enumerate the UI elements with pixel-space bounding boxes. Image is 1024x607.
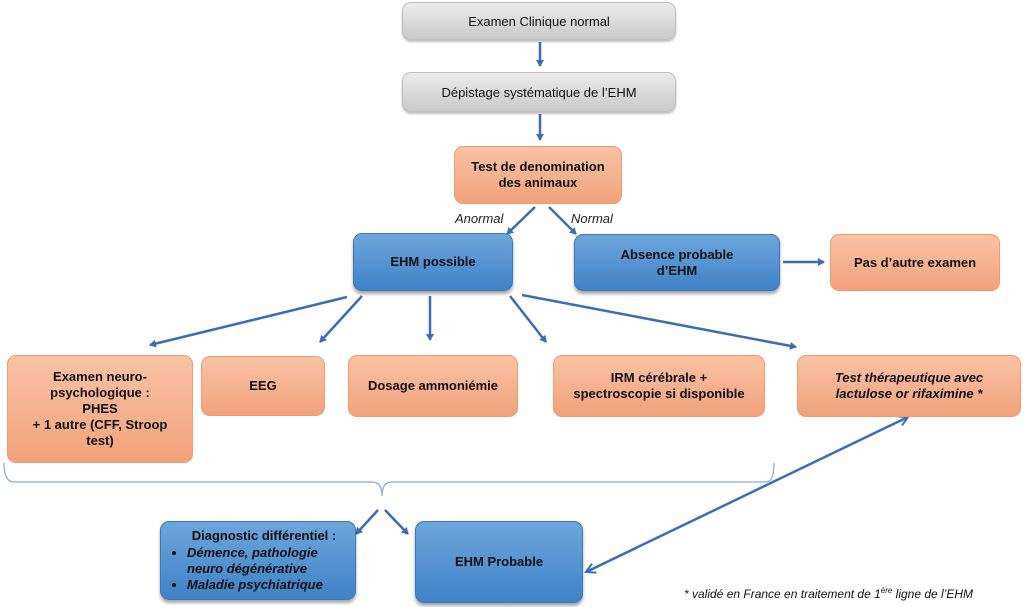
node-neuro-line1: Examen neuro- (53, 369, 147, 384)
footnote-prefix: * validé en France en traitement de 1 (684, 587, 881, 601)
arrow-brace-to-probable (384, 509, 409, 535)
node-neuro-line5: test) (86, 433, 114, 448)
arrow-probable-therapeutique-bidirectional (586, 417, 908, 572)
arrow-test-to-ehm-possible (506, 206, 536, 235)
footnote-sup: ère (880, 586, 893, 595)
edge-label-normal: Normal (571, 211, 613, 226)
node-dosage-ammoniemie: Dosage ammoniémie (348, 355, 518, 417)
node-eeg-label: EEG (249, 378, 277, 393)
node-eeg: EEG (201, 356, 325, 416)
node-test-denomination: Test de denomination des animaux (454, 146, 622, 204)
node-neuro-line2: psychologique : (50, 385, 150, 400)
node-test-denomination-line2: des animaux (498, 175, 578, 190)
arrow-ehm-to-eeg (319, 295, 363, 343)
node-absence-line1: Absence probable (620, 246, 734, 262)
node-test-denomination-line1: Test de denomination (471, 159, 605, 174)
node-depistage-label: Dépistage systématique de l’EHM (441, 84, 637, 100)
node-test-therapeutique: Test thérapeutique avec lactulose or rif… (797, 355, 1021, 417)
node-ehm-possible-label: EHM possible (390, 254, 476, 269)
node-ehm-probable: EHM Probable (415, 521, 583, 603)
node-pas-autre-label: Pas d’autre examen (853, 254, 977, 270)
node-pas-autre-examen: Pas d’autre examen (830, 234, 1000, 291)
node-diff-item: Démence, pathologie neuro dégénérative (187, 545, 355, 577)
node-depistage: Dépistage systématique de l’EHM (402, 72, 676, 112)
node-examen-clinique-label: Examen Clinique normal (468, 13, 610, 29)
footnote: * validé en France en traitement de 1ère… (684, 586, 973, 601)
node-ehm-probable-label: EHM Probable (454, 554, 544, 569)
node-absence-probable: Absence probable d’EHM (574, 234, 780, 291)
node-neuro-line4: + 1 autre (CFF, Stroop (32, 417, 168, 432)
node-diagnostic-differentiel: Diagnostic différentiel : Démence, patho… (160, 521, 356, 600)
arrow-ehm-to-therapeutique (521, 293, 797, 350)
node-absence-line2: d’EHM (656, 262, 698, 278)
node-therapeutique-line1: Test thérapeutique avec (834, 370, 984, 385)
grouping-brace (3, 462, 775, 497)
node-ammoniemie-label: Dosage ammoniémie (367, 378, 499, 393)
node-examen-neuro: Examen neuro- psychologique : PHES + 1 a… (7, 355, 193, 463)
edge-label-anormal: Anormal (455, 211, 504, 226)
node-ehm-possible: EHM possible (353, 233, 513, 291)
node-diff-item: Maladie psychiatrique (187, 577, 355, 593)
arrow-test-to-absence (548, 206, 577, 235)
node-irm-cerebrale: IRM cérébrale + spectroscopie si disponi… (553, 355, 765, 417)
arrow-ehm-to-irm (509, 295, 547, 343)
node-irm-line1: IRM cérébrale + (610, 370, 708, 385)
node-diff-title: Diagnostic différentiel : (191, 528, 337, 543)
node-therapeutique-line2: lactulose or rifaximine * (835, 386, 983, 401)
node-irm-line2: spectroscopie si disponible (573, 386, 745, 401)
node-neuro-line3: PHES (82, 401, 118, 416)
node-examen-clinique: Examen Clinique normal (402, 2, 676, 40)
arrow-ehm-to-neuro (149, 295, 348, 348)
footnote-suffix: ligne de l’EHM (892, 587, 974, 601)
arrow-brace-to-diff (355, 509, 379, 535)
node-diff-list: Démence, pathologie neuro dégénérative M… (173, 545, 355, 593)
